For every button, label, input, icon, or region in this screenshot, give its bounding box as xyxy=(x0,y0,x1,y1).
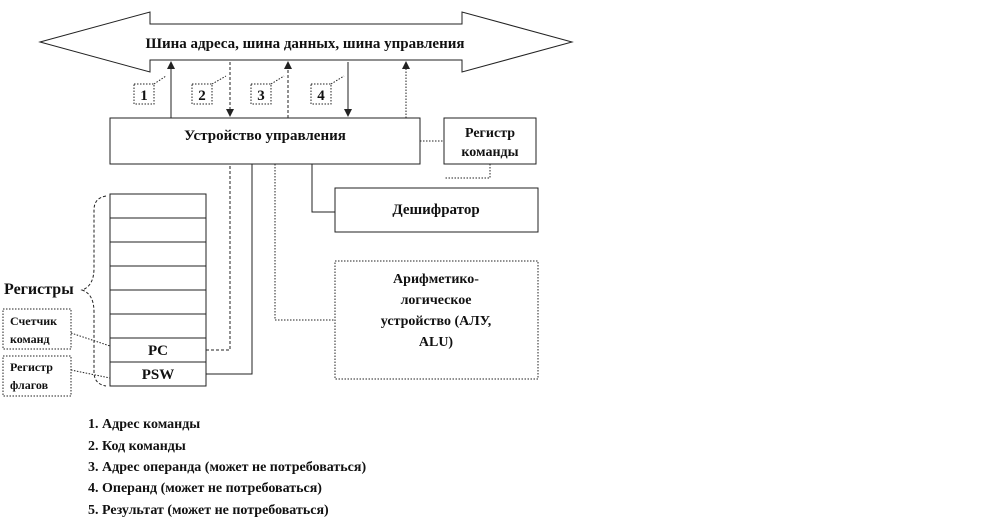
psw-register xyxy=(109,361,207,387)
pc-cu-link xyxy=(206,164,231,351)
instruction-register: Регистр команды xyxy=(420,117,537,179)
ir-decoder-link-top xyxy=(445,164,491,179)
control-unit: Устройство управления xyxy=(109,117,421,165)
connection-1-number: 1 xyxy=(140,88,148,104)
legend-item-3: 3. Адрес операнда (может не потребоватьс… xyxy=(88,460,366,475)
legend-item-2: 2. Код команды xyxy=(88,439,186,454)
decoder-label: Дешифратор xyxy=(392,202,479,218)
cu-alu-link xyxy=(274,164,335,321)
callout-counter-line1: Счетчик xyxy=(10,314,57,328)
alu-line3: устройство (АЛУ, xyxy=(381,314,491,329)
legend-item-4: 4. Операнд (может не потребоваться) xyxy=(88,481,322,496)
alu-line4: ALU) xyxy=(419,335,454,350)
connection-2-tag xyxy=(191,83,213,105)
psw-label: PSW xyxy=(142,367,175,383)
instruction-register-line1: Регистр xyxy=(465,126,515,141)
psw-cu-link xyxy=(206,164,253,375)
callout-program-counter: Счетчик команд xyxy=(2,308,111,350)
registers-label: Регистры xyxy=(4,281,74,298)
cu-decoder-link xyxy=(311,164,335,213)
connection-4-tag xyxy=(310,83,332,105)
callout-flags-register: Регистр флагов xyxy=(2,355,111,397)
legend-item-5: 5. Результат (может не потребоваться) xyxy=(88,503,329,518)
pc-label: PC xyxy=(148,343,168,359)
callout-flags-line1: Регистр xyxy=(10,360,53,374)
bus-label: Шина адреса, шина данных, шина управлени… xyxy=(146,36,465,52)
connection-4-number: 4 xyxy=(317,88,325,104)
callout-flags-line2: флагов xyxy=(10,378,49,392)
alu-line2: логическое xyxy=(401,293,472,308)
connection-3-number: 3 xyxy=(257,88,265,104)
legend: 1. Адрес команды 2. Код команды 3. Адрес… xyxy=(88,417,366,518)
connection-1-tag xyxy=(133,83,155,105)
control-unit-label: Устройство управления xyxy=(184,128,346,144)
instruction-register-line2: команды xyxy=(461,145,518,160)
callout-counter-line2: команд xyxy=(10,332,50,346)
system-bus-arrow: Шина адреса, шина данных, шина управлени… xyxy=(38,11,574,73)
alu-line1: Арифметико- xyxy=(393,272,479,287)
registers-brace: Регистры xyxy=(4,195,107,387)
legend-item-1: 1. Адрес команды xyxy=(88,417,200,432)
connection-3-tag xyxy=(250,83,272,105)
alu: Арифметико- логическое устройство (АЛУ, … xyxy=(274,164,539,380)
decoder: Дешифратор xyxy=(311,164,539,233)
pc-register xyxy=(109,337,207,363)
register-file: PC PSW xyxy=(109,164,253,387)
bus-connections: 1 2 3 4 xyxy=(133,61,410,118)
connection-2-number: 2 xyxy=(198,88,206,104)
